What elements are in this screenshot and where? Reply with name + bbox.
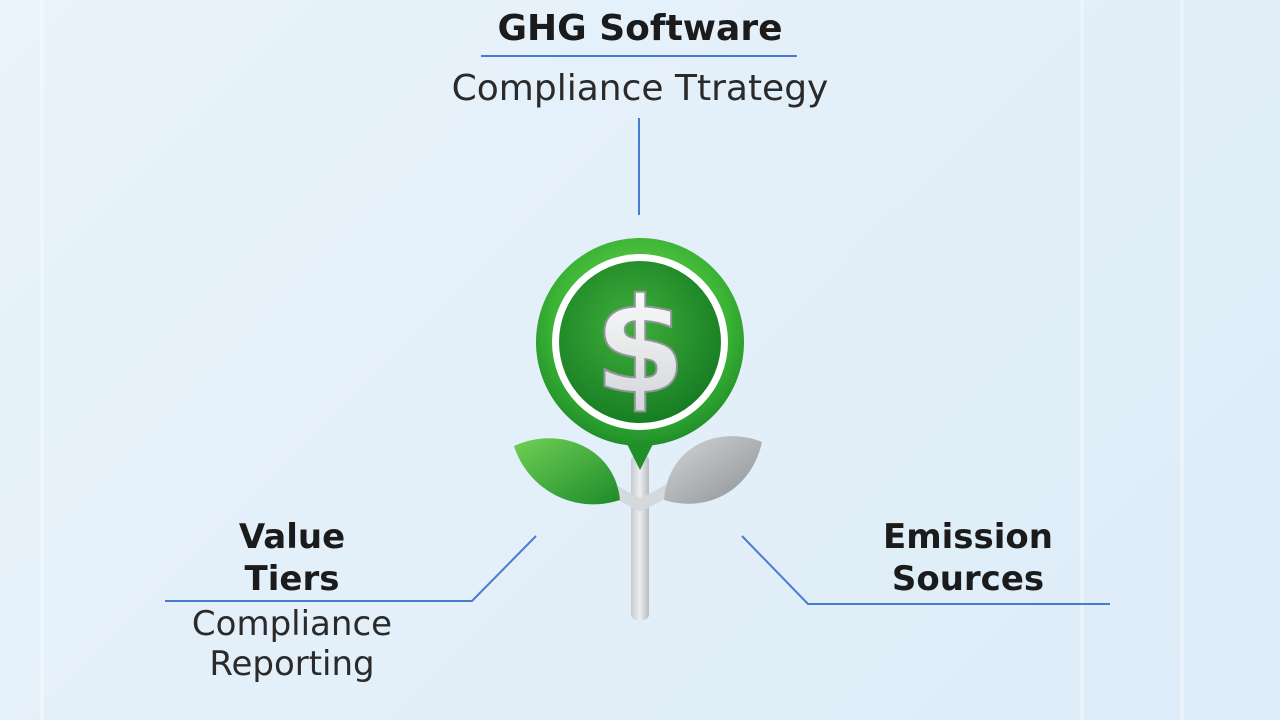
top-node-subtitle: Compliance Ttrategy xyxy=(451,68,829,109)
background-stripe xyxy=(1080,0,1084,720)
background-stripe xyxy=(40,0,44,720)
left-node-sub-line2: Reporting xyxy=(209,644,375,684)
top-node-title: GHG Software xyxy=(497,8,783,49)
right-node-title-line2: Sources xyxy=(891,559,1045,599)
background-stripe xyxy=(1180,0,1184,720)
left-connector-line xyxy=(165,535,537,602)
money-plant-icon xyxy=(514,238,762,620)
left-node-title-line1: Value xyxy=(238,517,346,557)
left-node-title-line2: Tiers xyxy=(244,559,340,599)
right-node-title-line1: Emission xyxy=(883,517,1053,557)
right-connector-line xyxy=(741,535,1110,605)
dollar-icon: $ xyxy=(594,270,686,424)
left-node-sub-line1: Compliance xyxy=(191,604,393,644)
